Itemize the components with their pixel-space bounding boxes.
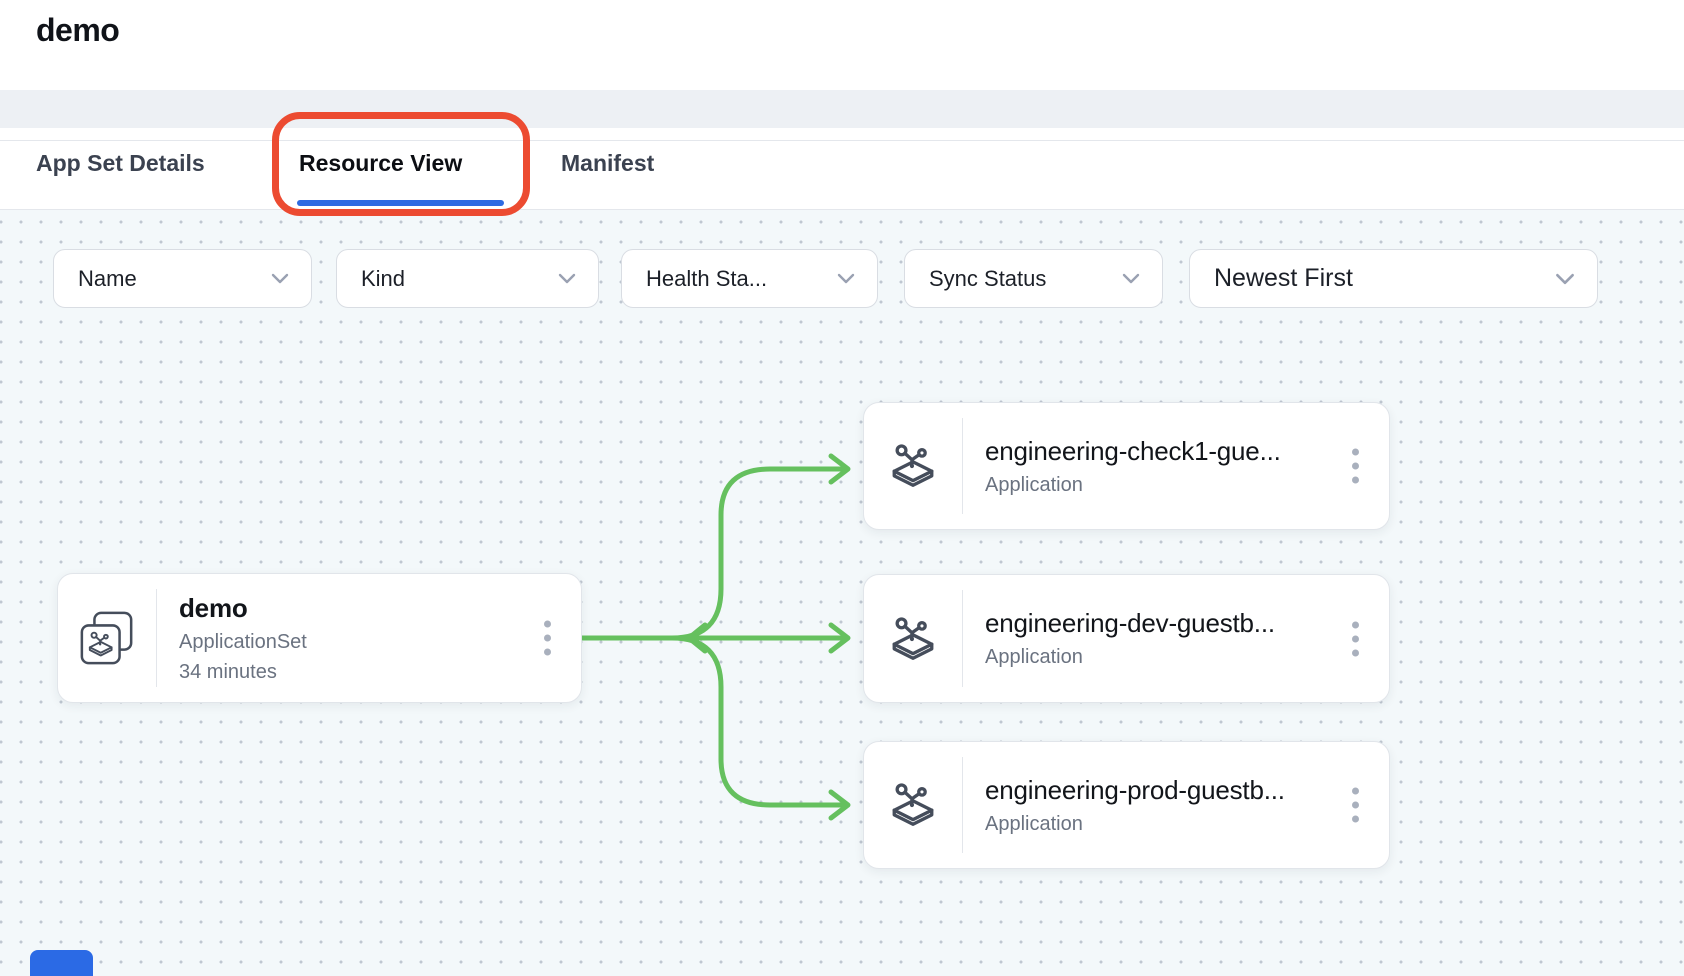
node-applicationset-demo[interactable]: demo ApplicationSet 34 minutes [57, 573, 582, 703]
kebab-dot [1352, 462, 1359, 470]
node-kind: Application [985, 812, 1083, 835]
filter-label: Health Sta... [646, 265, 768, 291]
kebab-dot [1352, 448, 1359, 456]
chevron-down-icon [271, 273, 289, 284]
application-icon [864, 614, 962, 664]
node-title: demo [179, 592, 248, 623]
kebab-dot [1352, 649, 1359, 656]
divider [962, 418, 963, 514]
edge-to-check1 [579, 466, 848, 641]
kebab-dot [1352, 635, 1359, 642]
kebab-dot [1352, 801, 1359, 809]
sort-order-dropdown[interactable]: Newest First [1189, 249, 1598, 308]
kebab-menu-button[interactable] [538, 615, 557, 662]
application-icon [864, 780, 962, 830]
divider [962, 590, 963, 687]
node-age: 34 minutes [179, 660, 277, 683]
page-title: demo [36, 12, 120, 48]
tab-app-set-details[interactable]: App Set Details [36, 150, 205, 176]
application-icon [864, 441, 962, 491]
node-text: engineering-dev-guestb... Application [963, 608, 1275, 669]
active-tab-underline [297, 200, 504, 206]
kebab-dot [1352, 815, 1359, 823]
tab-resource-view[interactable]: Resource View [299, 150, 463, 176]
arrowhead-right-icon [828, 453, 851, 485]
tab-manifest[interactable]: Manifest [561, 150, 655, 176]
node-kind: Application [985, 646, 1083, 668]
sort-order-label: Newest First [1214, 264, 1353, 292]
chevron-down-icon [1122, 273, 1140, 284]
kebab-dot [544, 620, 551, 628]
node-application-check1[interactable]: engineering-check1-gue... Application [863, 402, 1390, 530]
filter-sync-status-dropdown[interactable]: Sync Status [904, 249, 1163, 308]
arrowhead-right-icon [828, 622, 851, 654]
graph-canvas[interactable]: Name Kind Health Sta... Sync Status Newe… [0, 210, 1684, 976]
arrowhead-left-icon [686, 622, 708, 654]
node-text: demo ApplicationSet 34 minutes [157, 593, 307, 684]
header-divider-band [0, 90, 1684, 128]
applicationset-icon [58, 609, 156, 667]
kebab-menu-button[interactable] [1346, 782, 1365, 829]
node-title: engineering-dev-guestb... [985, 608, 1275, 638]
chevron-down-icon [558, 273, 576, 284]
filter-label: Sync Status [929, 265, 1047, 291]
filter-health-status-dropdown[interactable]: Health Sta... [621, 249, 878, 308]
kebab-dot [1352, 476, 1359, 484]
node-kind: ApplicationSet [179, 630, 307, 653]
kebab-dot [544, 634, 551, 642]
kebab-menu-button[interactable] [1346, 443, 1365, 490]
node-kind: Application [985, 473, 1083, 496]
divider [156, 589, 157, 687]
node-application-dev[interactable]: engineering-dev-guestb... Application [863, 574, 1390, 703]
tab-bar-top-border [0, 140, 1684, 141]
chevron-down-icon [1556, 273, 1574, 284]
canvas-control-button[interactable] [30, 950, 93, 976]
filter-label: Kind [361, 265, 406, 291]
filter-kind-dropdown[interactable]: Kind [336, 249, 599, 308]
kebab-menu-button[interactable] [1346, 615, 1365, 662]
tab-bar-bottom-border [0, 209, 1684, 210]
edge-to-prod [579, 635, 848, 808]
node-application-prod[interactable]: engineering-prod-guestb... Application [863, 741, 1390, 869]
kebab-dot [544, 648, 551, 656]
arrowhead-right-icon [828, 789, 851, 821]
divider [962, 757, 963, 853]
kebab-dot [1352, 621, 1359, 628]
filter-name-dropdown[interactable]: Name [53, 249, 312, 308]
kebab-dot [1352, 787, 1359, 795]
node-text: engineering-prod-guestb... Application [963, 775, 1285, 836]
node-text: engineering-check1-gue... Application [963, 436, 1281, 497]
filter-label: Name [78, 265, 137, 291]
node-title: engineering-prod-guestb... [985, 774, 1285, 805]
chevron-down-icon [837, 273, 855, 284]
node-title: engineering-check1-gue... [985, 435, 1281, 466]
